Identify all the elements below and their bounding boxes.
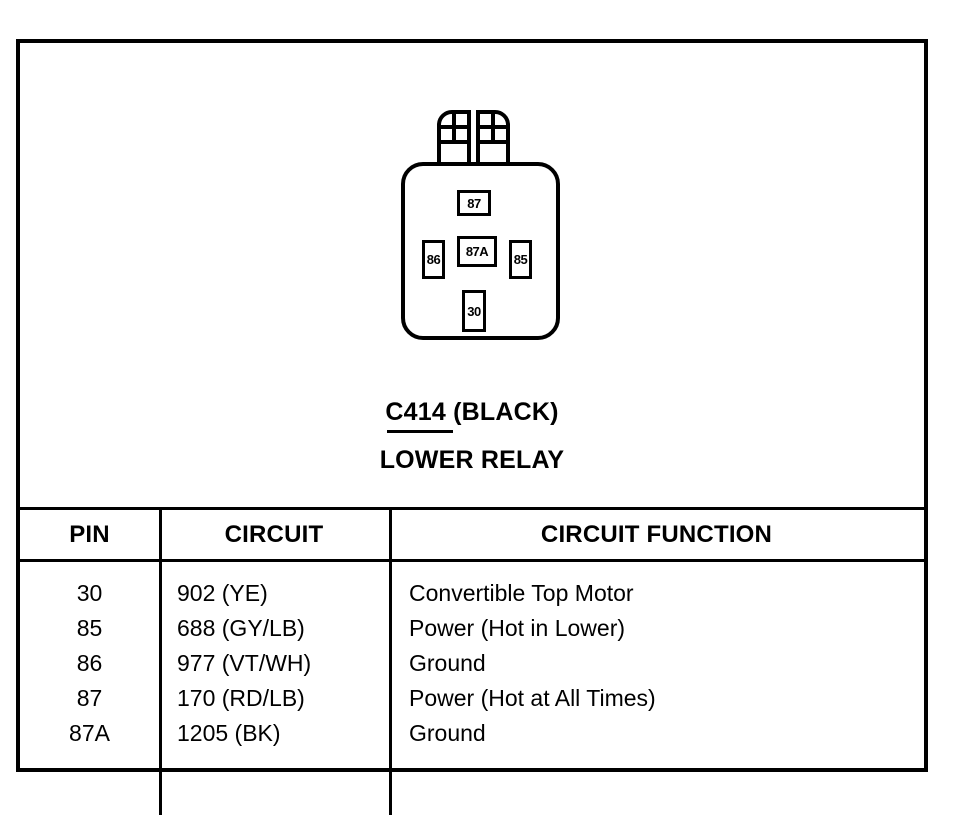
pin-cavity-87a: 87A: [457, 236, 497, 267]
column-header-circuit: CIRCUIT: [224, 520, 324, 548]
cell-function: Ground: [409, 720, 486, 746]
table-column-divider-1: [159, 507, 162, 815]
cell-function: Ground: [409, 650, 486, 676]
pin-cavity-87: 87: [457, 190, 491, 216]
connector-id-wrap: C414 (BLACK): [385, 398, 559, 433]
cell-function: Convertible Top Motor: [409, 580, 634, 606]
cell-pin: 85: [76, 615, 103, 641]
cell-pin: 87A: [69, 720, 110, 746]
relay-name-label: LOWER RELAY: [379, 446, 565, 474]
cell-pin: 87: [76, 685, 103, 711]
connector-id-underline: [387, 430, 454, 433]
column-header-function: CIRCUIT FUNCTION: [540, 520, 773, 548]
pin-cavity-30: 30: [462, 290, 486, 332]
cell-circuit: 977 (VT/WH): [177, 650, 312, 676]
table-row: 86 977 (VT/WH) Ground: [20, 646, 924, 681]
connector-tab-icon: [436, 109, 512, 162]
pin-cavity-86: 86: [422, 240, 445, 279]
table-header-row: PIN CIRCUIT CIRCUIT FUNCTION: [20, 508, 924, 561]
table-row: 87A 1205 (BK) Ground: [20, 716, 924, 765]
cell-pin: 86: [76, 650, 103, 676]
cell-circuit: 170 (RD/LB): [177, 685, 305, 711]
connector-id-label: C414 (BLACK): [385, 398, 559, 426]
pin-cavity-85: 85: [509, 240, 532, 279]
table-row: 30 902 (YE) Convertible Top Motor: [20, 561, 924, 612]
table-header: PIN CIRCUIT CIRCUIT FUNCTION: [20, 508, 924, 561]
pin-assignment-table: PIN CIRCUIT CIRCUIT FUNCTION 30 902 (YE)…: [20, 507, 924, 765]
connector-diagram: 87 86 87A 85 30 C414 (BLACK) LOWER RELAY: [20, 43, 924, 507]
cell-pin: 30: [76, 580, 103, 606]
table-row: 87 170 (RD/LB) Power (Hot at All Times): [20, 681, 924, 716]
table-row: 85 688 (GY/LB) Power (Hot in Lower): [20, 611, 924, 646]
table-body: 30 902 (YE) Convertible Top Motor 85 688…: [20, 561, 924, 766]
table-column-divider-2: [389, 507, 392, 815]
cell-circuit: 688 (GY/LB): [177, 615, 305, 641]
cell-function: Power (Hot at All Times): [409, 685, 656, 711]
column-header-pin: PIN: [69, 520, 110, 548]
diagram-page-frame: 87 86 87A 85 30 C414 (BLACK) LOWER RELAY: [16, 39, 928, 815]
cell-circuit: 902 (YE): [177, 580, 268, 606]
pin-table-wrap: PIN CIRCUIT CIRCUIT FUNCTION 30 902 (YE)…: [20, 507, 924, 815]
relay-body: 87 86 87A 85 30: [401, 162, 560, 340]
diagram-captions: C414 (BLACK) LOWER RELAY: [20, 398, 924, 475]
cell-circuit: 1205 (BK): [177, 720, 281, 746]
cell-function: Power (Hot in Lower): [409, 615, 626, 641]
